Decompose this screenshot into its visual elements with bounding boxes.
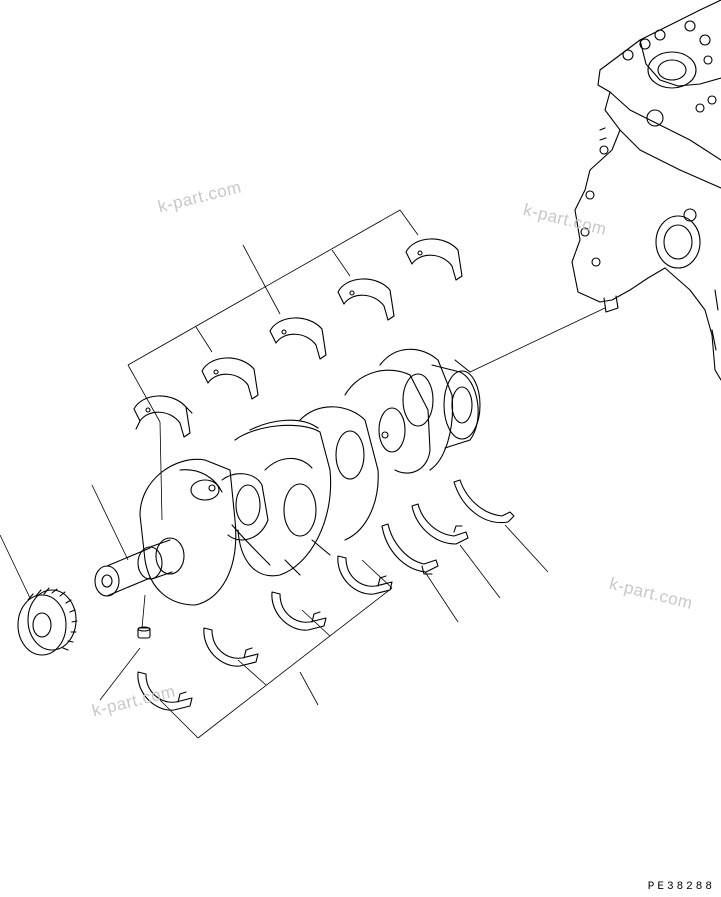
cylinder-block xyxy=(571,0,721,381)
upper-bearing-shell-2 xyxy=(201,357,259,400)
upper-bearing-shell-4 xyxy=(337,278,395,321)
upper-bearing-shell-1 xyxy=(133,395,193,438)
leader-lines xyxy=(0,209,606,739)
upper-bearing-shell-3 xyxy=(269,317,327,360)
lower-bearing-shell-2 xyxy=(203,627,259,667)
upper-main-bearing-shells xyxy=(133,238,463,438)
thrust-washers xyxy=(381,479,515,575)
thrust-washer-1 xyxy=(381,523,439,575)
thrust-washer-2 xyxy=(411,503,469,545)
dowel-pin xyxy=(137,626,151,639)
lower-main-bearing-shells xyxy=(137,555,393,711)
drawing-code: PE38288 xyxy=(647,881,715,893)
upper-bearing-shell-5 xyxy=(405,238,463,281)
lower-bearing-shell-1 xyxy=(137,671,193,711)
lower-bearing-shell-3 xyxy=(271,591,327,631)
crankshaft xyxy=(94,348,481,606)
lower-bearing-shell-4 xyxy=(337,555,393,595)
crankshaft-gear xyxy=(17,587,78,656)
thrust-washer-3 xyxy=(453,479,515,524)
